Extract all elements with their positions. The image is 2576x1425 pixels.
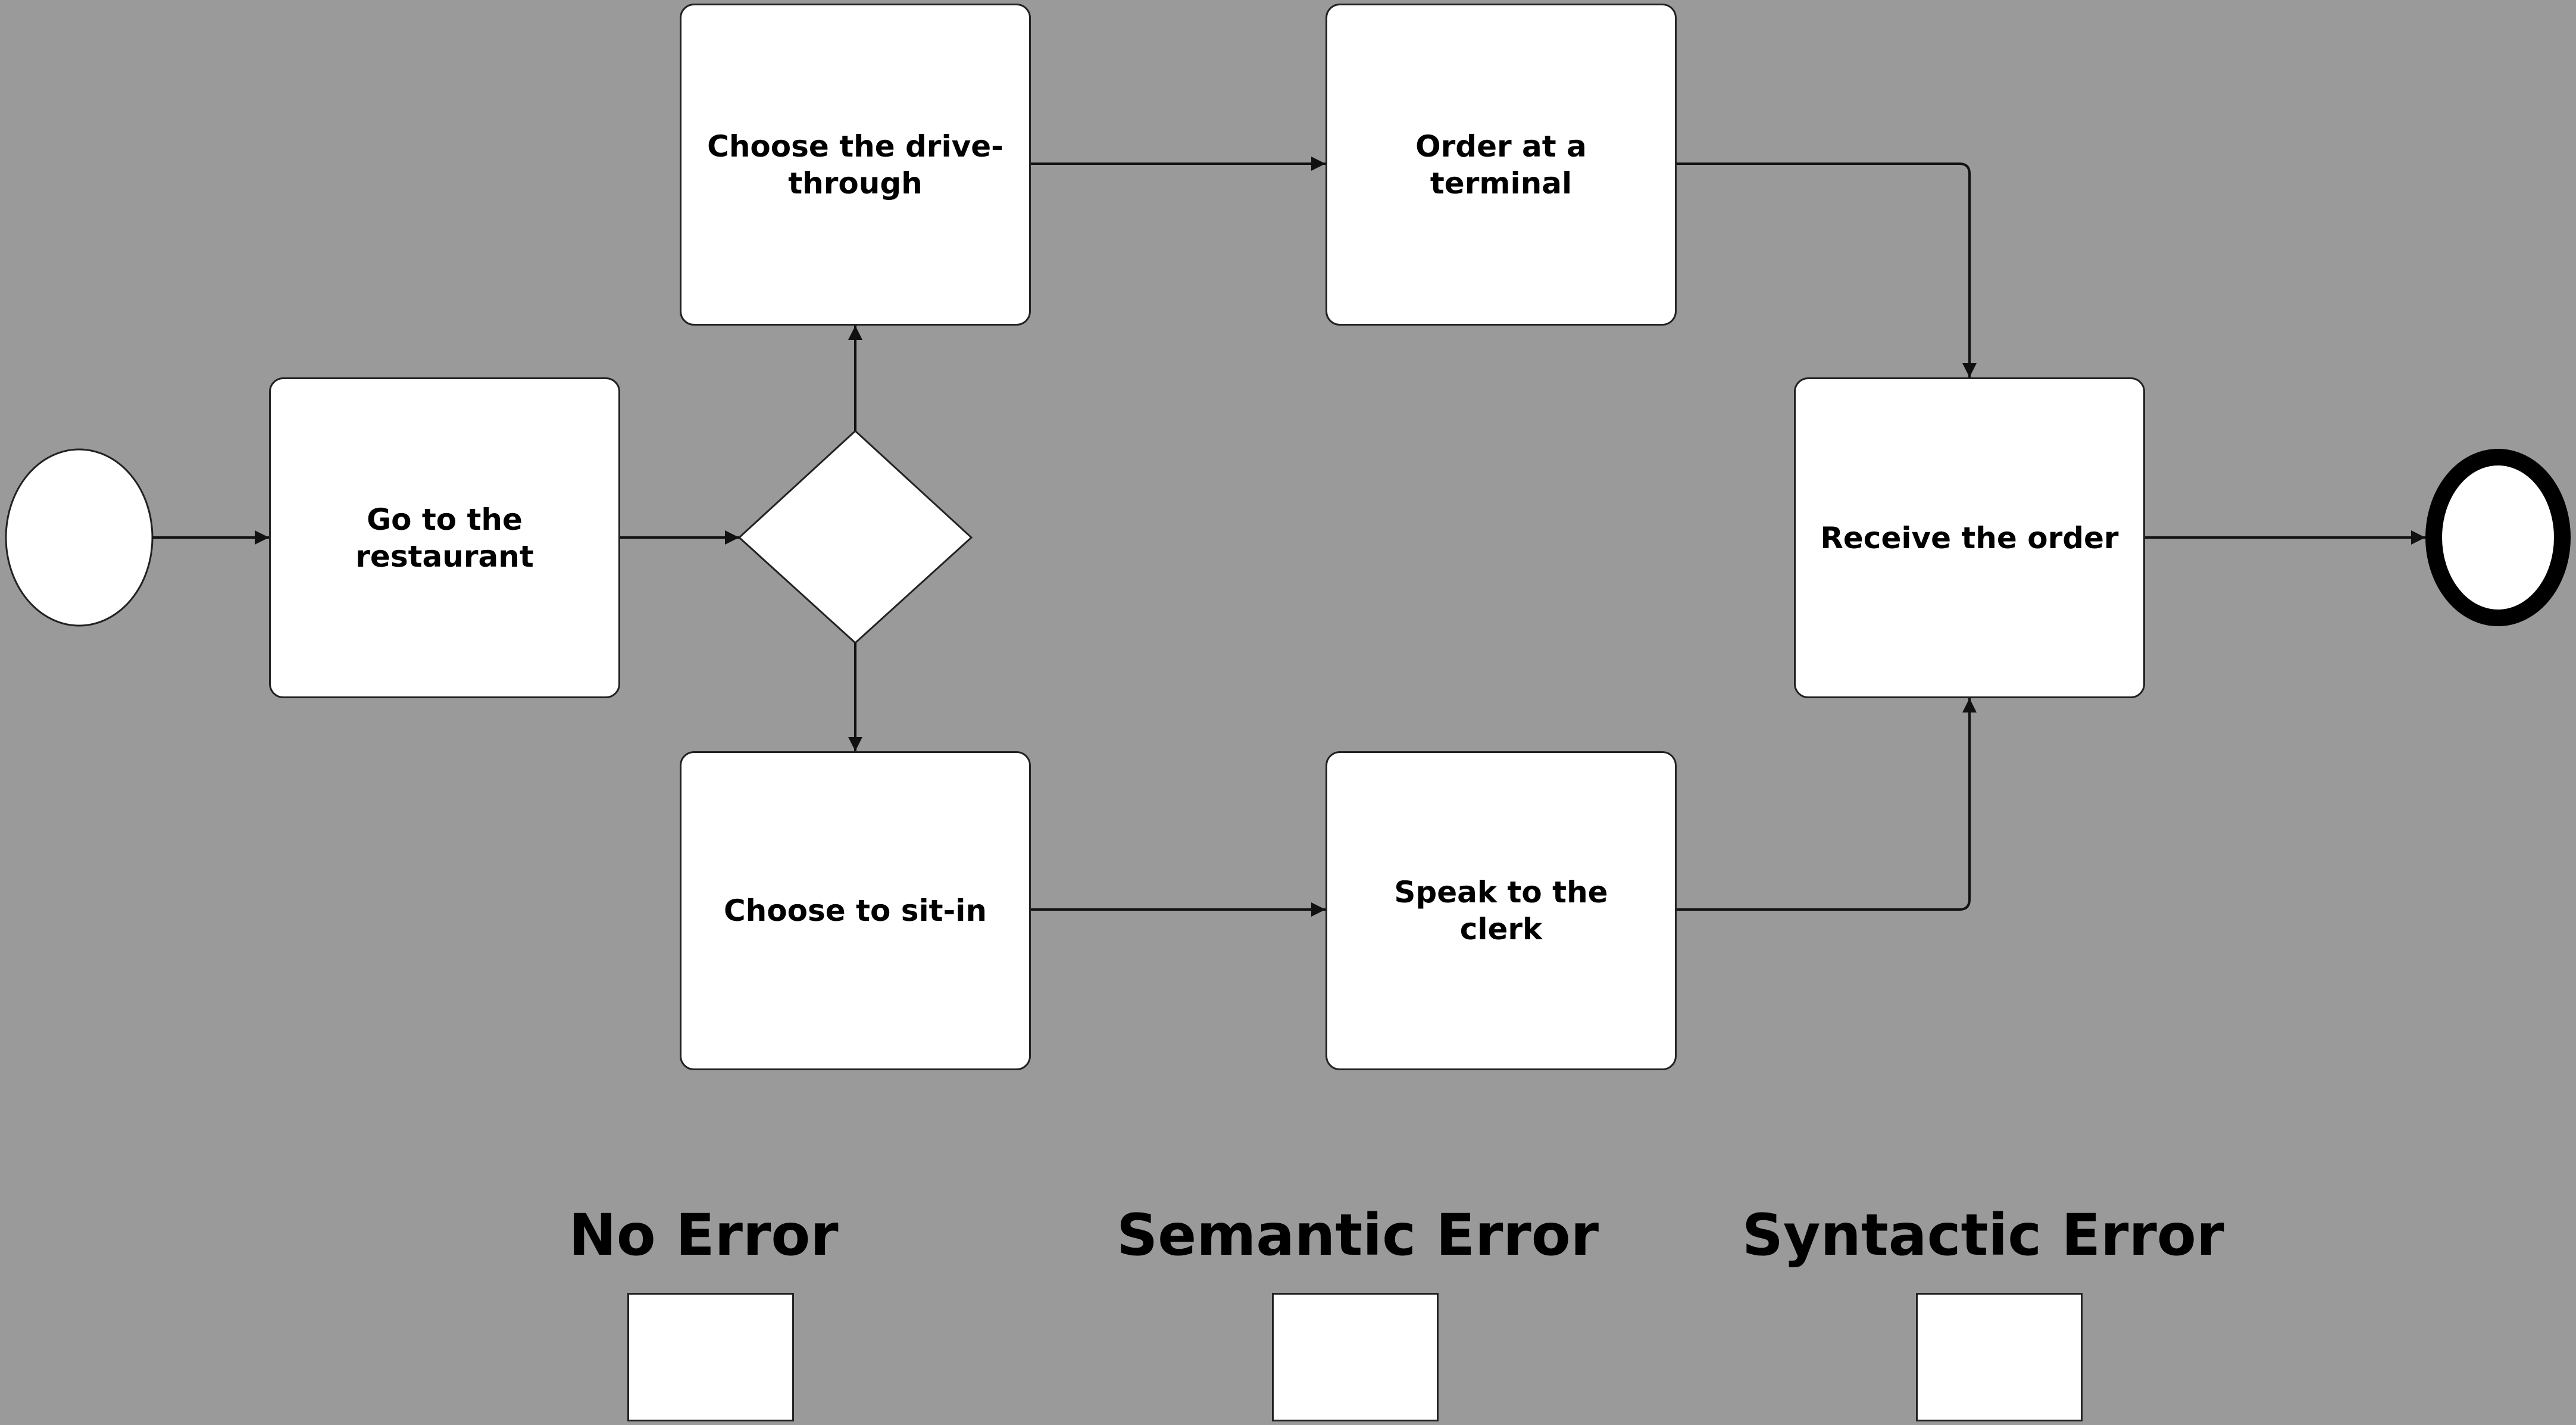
task-receive-order: Receive the order (1794, 377, 2145, 698)
task-speak-to-clerk: Speak to the clerk (1325, 751, 1677, 1070)
flow-clerk-to-receive (1677, 698, 1977, 911)
end-event (2425, 449, 2571, 626)
task-label: Go to the restaurant (355, 502, 534, 574)
syntactic-error-label: Syntactic Error (1742, 1202, 2225, 1268)
task-label: Choose the drive-through (707, 129, 1003, 201)
flow-terminal-to-receive (1677, 162, 1977, 377)
task-label: Order at a terminal (1415, 129, 1587, 201)
task-label: Speak to the clerk (1394, 875, 1608, 946)
task-label: Choose to sit-in (723, 893, 987, 928)
task-choose-sit-in: Choose to sit-in (680, 751, 1031, 1070)
task-choose-drive-through: Choose the drive-through (680, 4, 1031, 326)
task-order-at-terminal: Order at a terminal (1325, 4, 1677, 326)
exclusive-gateway (737, 429, 973, 645)
no-error-checkbox[interactable] (627, 1293, 794, 1421)
no-error-label: No Error (568, 1202, 839, 1268)
task-label: Receive the order (1820, 520, 2119, 555)
syntactic-error-checkbox[interactable] (1916, 1293, 2083, 1421)
semantic-error-label: Semantic Error (1116, 1202, 1599, 1268)
semantic-error-checkbox[interactable] (1272, 1293, 1439, 1421)
start-event (5, 448, 154, 627)
task-go-to-restaurant: Go to the restaurant (269, 377, 620, 698)
